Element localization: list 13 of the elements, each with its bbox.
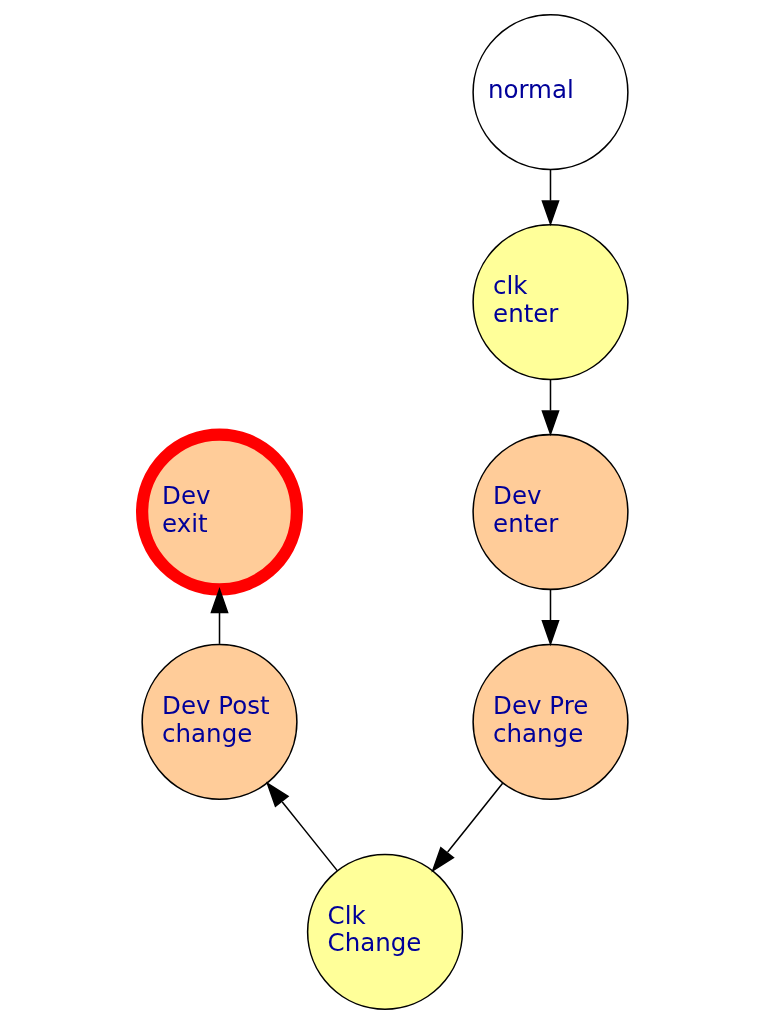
node-circle: Clk Change	[306, 853, 464, 1010]
node-circle: normal	[472, 14, 629, 171]
arrow	[541, 168, 560, 227]
node-circle: Dev Pre change	[472, 643, 629, 801]
arrow	[541, 378, 560, 437]
node-circle: Dev enter	[472, 433, 629, 591]
arrow	[431, 782, 504, 873]
arrow	[265, 781, 338, 872]
node-circle: Dev exit	[136, 428, 303, 596]
node-circle: Dev Post change	[141, 643, 298, 801]
arrow	[541, 588, 560, 647]
node-circle: clk enter	[472, 223, 629, 381]
arrow	[210, 587, 229, 645]
